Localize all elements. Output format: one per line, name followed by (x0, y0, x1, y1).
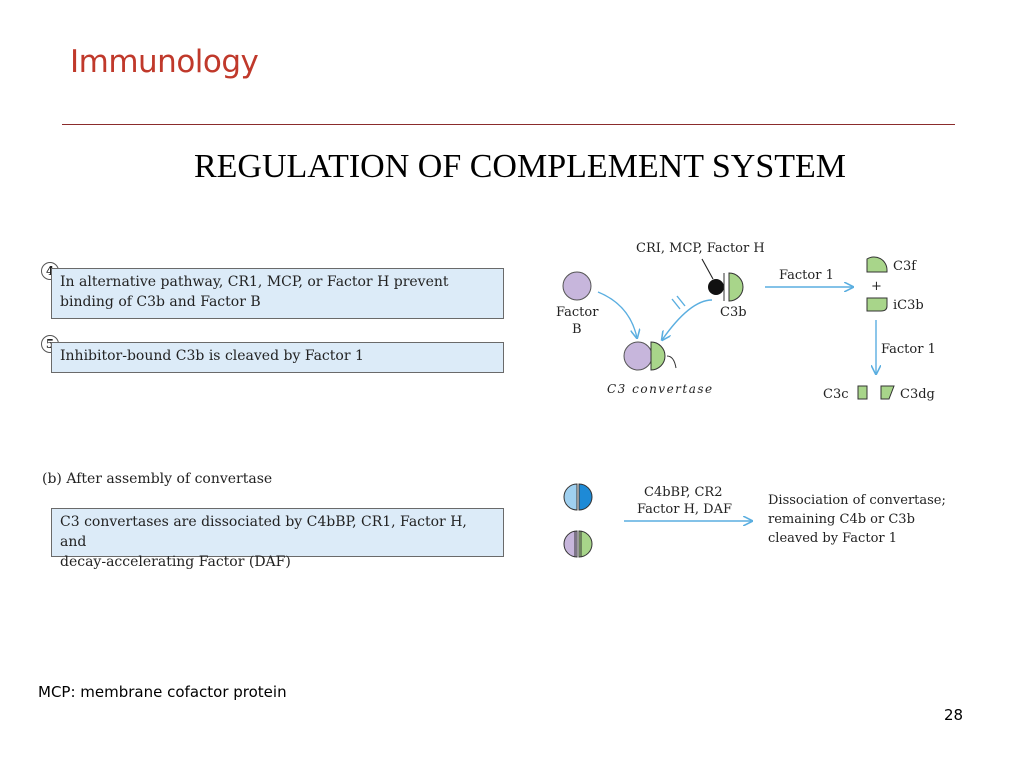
panel-b-arrow-label-line1: C4bBP, CR2 (644, 485, 722, 500)
c4b2a-right-shape (578, 483, 593, 511)
inhibitor-pointer (701, 258, 714, 280)
panel-b-result-line1: Dissociation of convertase; (768, 493, 946, 508)
arrow2-label: Factor 1 (881, 342, 936, 357)
panel-b-arrow-label-line2: Factor H, DAF (637, 502, 732, 517)
panel-b-result-line3: cleaved by Factor 1 (768, 531, 897, 546)
factor-b-shape (562, 271, 592, 301)
convertase-tail (666, 355, 677, 369)
ic3b-label: iC3b (893, 298, 924, 313)
step-4-box: In alternative pathway, CR1, MCP, or Fac… (51, 268, 504, 319)
step-4-text-line1: In alternative pathway, CR1, MCP, or Fac… (60, 274, 449, 290)
factor-b-arrow (597, 291, 637, 338)
c3b-shape (728, 272, 744, 302)
panel-b-text-line2: decay-accelerating Factor (DAF) (60, 554, 291, 570)
c3f-label: C3f (893, 259, 917, 274)
step-4-text-line2: binding of C3b and Factor B (60, 294, 261, 310)
plus-sign: + (871, 279, 882, 294)
block-mark-2 (676, 295, 686, 307)
inhibitors-label: CRI, MCP, Factor H (636, 241, 765, 256)
convertase-c3b-shape (650, 341, 666, 371)
panel-b-heading: (b) After assembly of convertase (42, 471, 273, 487)
ic3b-shape (866, 297, 888, 312)
slide-title: REGULATION OF COMPLEMENT SYSTEM (193, 148, 847, 185)
c3f-shape (866, 256, 888, 273)
convertase-factor-b-shape (623, 341, 653, 371)
c3b-label: C3b (720, 305, 747, 320)
panel-b-text-line1: C3 convertases are dissociated by C4bBP,… (60, 514, 467, 550)
header-divider (62, 124, 955, 125)
c3dg-shape (880, 385, 895, 400)
step-5-text: Inhibitor-bound C3b is cleaved by Factor… (60, 348, 364, 364)
inhibitor-dot (708, 279, 724, 295)
convertase-label: C3 convertase (607, 382, 714, 396)
page-number: 28 (944, 706, 964, 724)
blocked-arrow (662, 299, 713, 340)
c3c-label: C3c (823, 387, 849, 402)
c4b2a-left-shape (563, 483, 578, 511)
arrow1-label: Factor 1 (779, 268, 834, 283)
factor-b-label-line2: B (572, 322, 582, 337)
panel-b-result-line2: remaining C4b or C3b (768, 512, 915, 527)
header-title: Immunology (70, 44, 259, 80)
footnote: MCP: membrane cofactor protein (38, 683, 287, 701)
c3c-shape (857, 385, 868, 400)
c3dg-label: C3dg (900, 387, 935, 402)
panel-b-box: C3 convertases are dissociated by C4bBP,… (51, 508, 504, 570)
block-mark-1 (671, 298, 681, 310)
factor-b-label-line1: Factor (556, 305, 599, 320)
step-5-box: Inhibitor-bound C3b is cleaved by Factor… (51, 342, 504, 373)
